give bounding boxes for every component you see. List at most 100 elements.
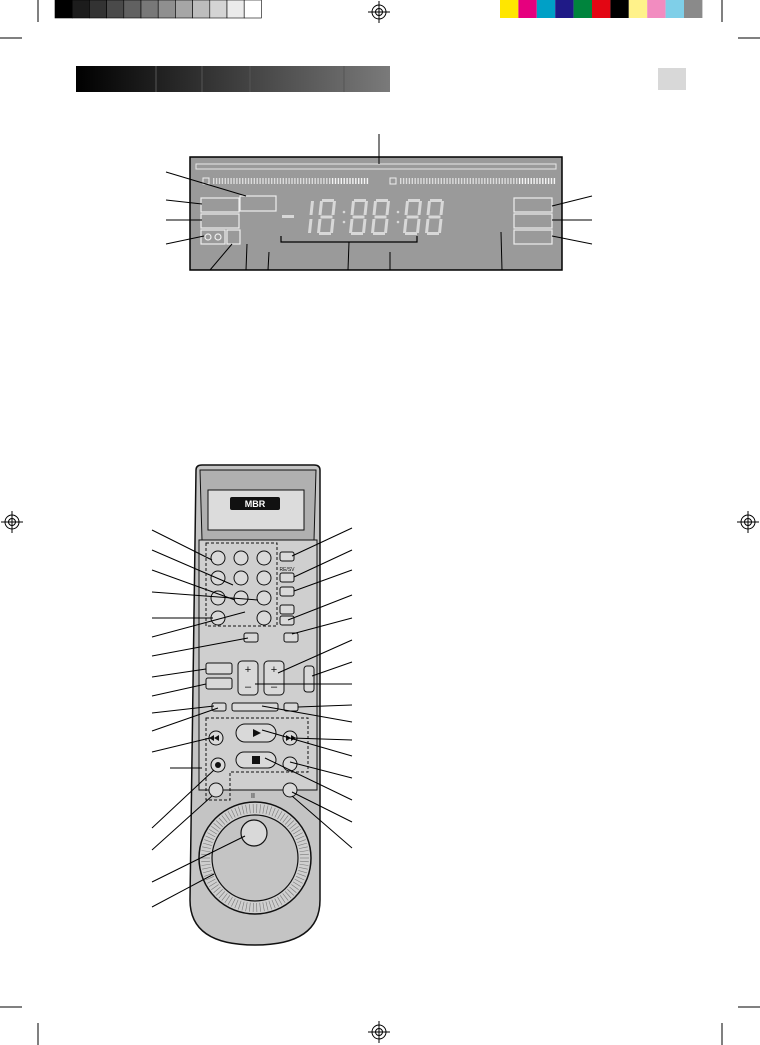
number-pad-group [205,542,278,627]
volume-rocker[interactable]: + – [237,660,259,696]
number-button[interactable] [210,590,226,606]
color-swatch [684,0,703,18]
digit-segment [352,215,365,219]
tv-button[interactable] [279,551,295,562]
digit-segment [354,199,366,202]
knurl-tick [209,881,217,887]
number-button[interactable] [256,570,272,586]
knurl-tick [215,820,223,827]
index-button[interactable] [205,662,233,675]
meter-segment [302,178,305,184]
meter-segment [402,178,405,184]
digit-segment [351,232,363,235]
display-callout-lines [165,134,593,271]
digit-segment [425,219,430,233]
knurl-tick [245,902,248,912]
knurl-tick [279,813,286,821]
digit-segment [376,199,388,202]
meter-segment [294,178,296,184]
digit-segment [374,215,387,219]
function-left-button[interactable] [208,782,224,798]
number-button[interactable] [256,550,272,566]
number-button[interactable] [210,550,226,566]
stop-button[interactable] [235,751,277,769]
knurl-tick [299,850,309,853]
knurl-tick [295,835,305,840]
knurl-tick [207,878,216,884]
color-swatch [573,0,592,18]
meter-segment [317,178,319,184]
meter-segment [487,178,489,184]
play-button[interactable] [235,723,277,743]
knurl-tick [218,891,226,899]
knurl-tick [299,860,309,863]
digit-segment [349,219,354,233]
meter-segment [323,178,325,184]
program-button[interactable] [279,586,295,597]
slow-button[interactable] [282,756,298,772]
number-button[interactable] [233,570,249,586]
gray-swatch [106,0,125,19]
channel-down-button[interactable] [279,615,295,626]
gray-ramp-swatches [54,0,262,19]
knurl-tick [262,902,265,912]
zero-row-button[interactable] [243,632,259,643]
knurl-tick [227,896,233,905]
skip-search-bar[interactable] [231,702,279,712]
rec-link-button[interactable] [279,572,295,583]
meter-segment [300,178,302,184]
meter-segment [455,178,457,184]
channel-up-button[interactable] [279,604,295,615]
brand-badge-frame [230,497,280,510]
function-right-button[interactable] [282,782,298,798]
knurl-tick [211,884,219,890]
digit-segments [308,201,314,233]
meter-segment [530,178,532,184]
meter-segment [504,178,506,184]
meter-segment [429,178,431,184]
meter-segment [268,178,270,184]
indicator-box [200,197,240,213]
header-band-dividers [155,66,345,92]
mode-button[interactable] [283,632,299,643]
knurl-tick [249,902,251,912]
knurl-tick [259,804,261,814]
digit-segment [426,201,431,215]
timer-button[interactable] [205,677,233,690]
registration-mark-icon [1,511,23,533]
digit-segment [428,215,441,219]
meter-segment [291,178,293,184]
gray-swatch [157,0,176,19]
digit-segments [371,199,390,235]
channel-rocker[interactable]: + – [263,660,285,696]
number-button[interactable] [233,550,249,566]
meter-segment [524,178,527,184]
digit-segment [362,219,367,233]
knurl-tick [297,873,306,877]
side-slider[interactable] [303,665,315,693]
meter-segment [282,178,284,184]
jog-dial-center[interactable] [240,819,268,847]
knurl-tick [268,900,272,910]
number-button[interactable] [256,590,272,606]
meter-segment [311,178,313,184]
rewind-button[interactable] [208,730,224,746]
knurl-tick [205,876,215,881]
knurl-tick [204,839,213,843]
number-button[interactable] [256,610,272,626]
color-swatch [536,0,556,18]
knurl-tick [238,900,242,910]
meter-segment [256,178,258,184]
knurl-tick [274,898,279,907]
meter-segment [221,178,224,184]
meter-segment [492,178,495,184]
record-button[interactable] [210,757,226,773]
meter-segment [420,178,422,184]
knurl-tick [234,807,239,817]
meter-segment [518,178,521,184]
digit-segment [403,219,408,233]
meter-segment [533,178,535,184]
digit-segment [331,201,336,215]
indicator-box [239,195,277,212]
digit-segment [417,201,422,215]
